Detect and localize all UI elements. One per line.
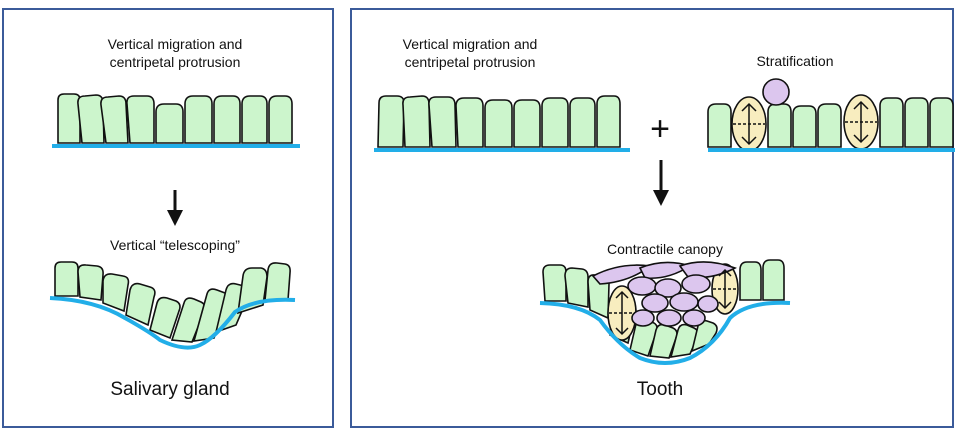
right-flat-epithelium xyxy=(378,96,620,147)
left-flat-epithelium xyxy=(58,94,292,143)
left-down-arrow xyxy=(167,190,183,226)
suprabasal-cell xyxy=(763,79,789,105)
right-down-arrow xyxy=(653,160,669,206)
